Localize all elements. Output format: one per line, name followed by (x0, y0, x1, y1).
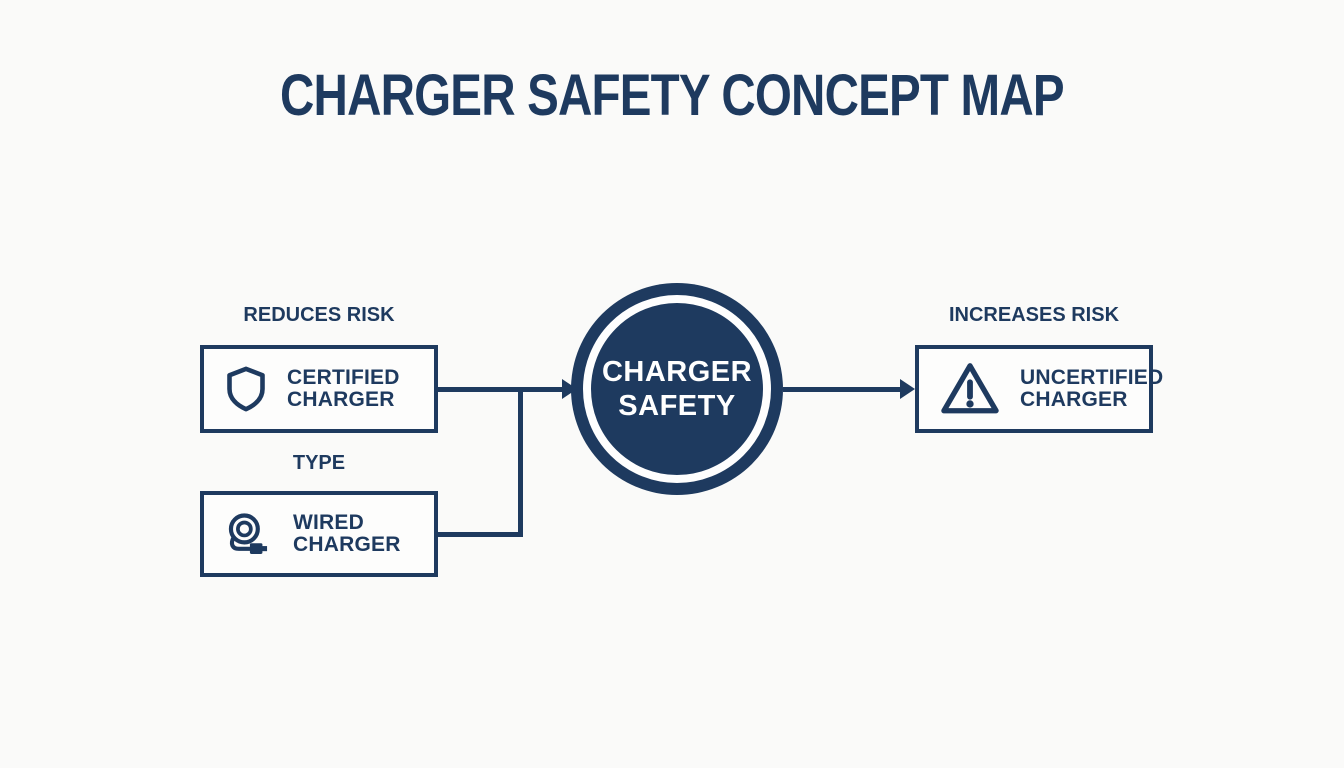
uncertified-line2: CHARGER (1020, 388, 1128, 411)
charger-safety-node-inner: CHARGER SAFETY (583, 295, 771, 483)
certified-charger-node: CERTIFIED CHARGER (200, 345, 438, 433)
connector-certified-to-center (438, 387, 565, 392)
certified-line1: CERTIFIED (287, 366, 400, 389)
certified-line2: CHARGER (287, 388, 395, 411)
connector-center-to-uncertified (783, 387, 903, 392)
charger-safety-node: CHARGER SAFETY (571, 283, 783, 495)
center-label-line2: SAFETY (618, 390, 736, 422)
arrowhead-into-uncertified (900, 379, 915, 399)
uncertified-line1: UNCERTIFIED (1020, 366, 1164, 389)
increases-risk-label: INCREASES RISK (948, 304, 1120, 326)
wired-charger-label: WIRED CHARGER (293, 511, 401, 556)
center-label-line1: CHARGER (601, 356, 753, 388)
connector-wired-stub (438, 532, 523, 537)
warning-triangle-icon (939, 361, 1001, 417)
certified-charger-label: CERTIFIED CHARGER (287, 367, 400, 411)
uncertified-charger-label: UNCERTIFIED CHARGER (1020, 367, 1163, 411)
uncertified-charger-node: UNCERTIFIED CHARGER (915, 345, 1163, 433)
shield-icon (224, 364, 268, 414)
page-title: CHARGER SAFETY CONCEPT MAP (280, 63, 1065, 128)
title-wrap: CHARGER SAFETY CONCEPT MAP (0, 62, 1344, 129)
arrowhead-into-center (562, 379, 577, 399)
connector-wired-riser (518, 387, 523, 537)
wired-charger-node: WIRED CHARGER (200, 491, 438, 577)
reduces-risk-label: REDUCES RISK (243, 304, 395, 326)
wired-charger-icon (224, 511, 274, 558)
type-label: TYPE (292, 452, 346, 474)
